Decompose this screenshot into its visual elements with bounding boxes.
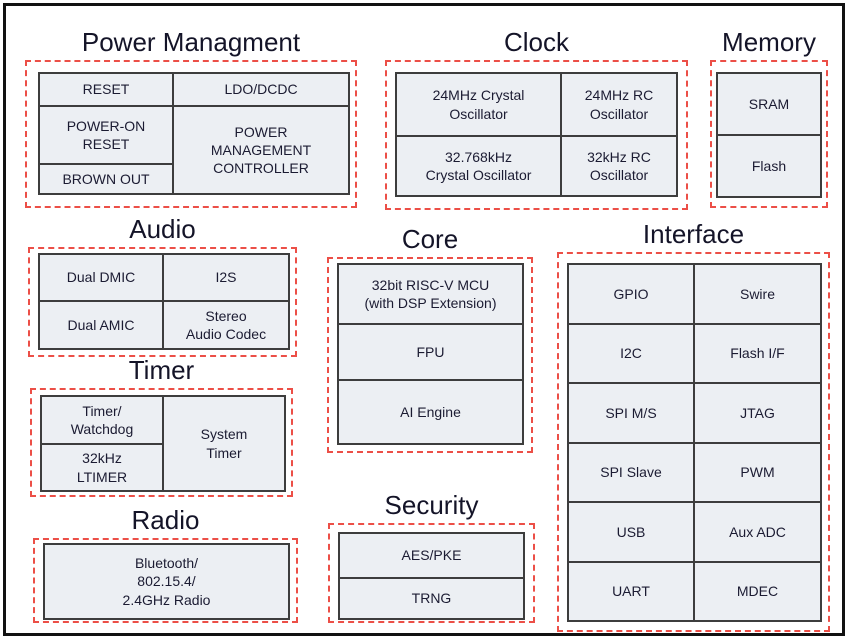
block-usb: USB <box>569 503 693 561</box>
block-i2s: I2S <box>164 255 288 300</box>
radio-dashed-box <box>33 538 298 623</box>
memory-title: Memory <box>722 26 816 57</box>
power-management-table: RESET LDO/DCDC POWER-ON RESET POWER MANA… <box>38 72 350 195</box>
block-stereo-audio-codec: Stereo Audio Codec <box>164 302 288 348</box>
block-trng: TRNG <box>340 579 523 618</box>
block-32khz-ltimer: 32kHz LTIMER <box>42 445 162 490</box>
power-management-dashed-box <box>25 60 357 208</box>
block-swire: Swire <box>695 265 820 323</box>
block-spi-ms: SPI M/S <box>569 384 693 442</box>
audio-dashed-box <box>28 247 297 357</box>
block-aux-adc: Aux ADC <box>695 503 820 561</box>
block-aes-pke: AES/PKE <box>340 534 523 577</box>
radio-table: Bluetooth/ 802.15.4/ 2.4GHz Radio <box>43 543 290 620</box>
block-fpu: FPU <box>339 325 522 379</box>
block-ldo-dcdc: LDO/DCDC <box>174 74 348 105</box>
block-brown-out: BROWN OUT <box>40 165 172 193</box>
interface-group: Interface GPIO Swire I2C Flash I/F SPI M… <box>557 219 830 632</box>
block-jtag: JTAG <box>695 384 820 442</box>
clock-group: Clock 24MHz Crystal Oscillator 24MHz RC … <box>385 27 688 210</box>
radio-title: Radio <box>131 504 200 535</box>
audio-title: Audio <box>129 213 196 244</box>
block-power-management-controller: POWER MANAGEMENT CONTROLLER <box>174 107 348 193</box>
block-32khz-rc-oscillator: 32kHz RC Oscillator <box>562 137 676 195</box>
clock-dashed-box <box>385 60 688 210</box>
core-title: Core <box>401 223 459 254</box>
block-flash: Flash <box>718 136 820 196</box>
timer-title: Timer <box>128 354 195 385</box>
timer-dashed-box <box>30 388 293 497</box>
interface-dashed-box <box>557 252 830 632</box>
memory-table: SRAM Flash <box>716 72 822 198</box>
block-timer-watchdog: Timer/ Watchdog <box>42 397 162 443</box>
block-dual-amic: Dual AMIC <box>40 302 162 348</box>
block-bluetooth-radio: Bluetooth/ 802.15.4/ 2.4GHz Radio <box>45 545 288 618</box>
interface-title: Interface <box>642 218 745 249</box>
block-24mhz-crystal-oscillator: 24MHz Crystal Oscillator <box>397 74 560 135</box>
security-dashed-box <box>328 523 535 623</box>
block-uart: UART <box>569 562 693 620</box>
block-flash-if: Flash I/F <box>695 324 820 382</box>
timer-group: Timer Timer/ Watchdog System Timer 32kHz… <box>30 355 293 497</box>
block-sram: SRAM <box>718 74 820 134</box>
core-dashed-box <box>327 257 533 453</box>
block-gpio: GPIO <box>569 265 693 323</box>
audio-group: Audio Dual DMIC I2S Dual AMIC Stereo Aud… <box>28 214 297 357</box>
audio-table: Dual DMIC I2S Dual AMIC Stereo Audio Cod… <box>38 253 290 350</box>
block-i2c: I2C <box>569 324 693 382</box>
core-table: 32bit RISC-V MCU (with DSP Extension) FP… <box>337 263 524 445</box>
memory-dashed-box <box>710 60 828 208</box>
diagram-outer-frame <box>3 3 845 636</box>
timer-table: Timer/ Watchdog System Timer 32kHz LTIME… <box>40 395 286 492</box>
block-riscv-mcu: 32bit RISC-V MCU (with DSP Extension) <box>339 265 522 323</box>
security-group: Security AES/PKE TRNG <box>328 490 535 623</box>
block-32768khz-crystal-oscillator: 32.768kHz Crystal Oscillator <box>397 137 560 195</box>
block-power-on-reset: POWER-ON RESET <box>40 107 172 163</box>
clock-table: 24MHz Crystal Oscillator 24MHz RC Oscill… <box>395 72 678 197</box>
power-management-group: Power Managment RESET LDO/DCDC POWER-ON … <box>25 27 357 208</box>
block-system-timer: System Timer <box>164 397 284 490</box>
block-pwm: PWM <box>695 443 820 501</box>
block-24mhz-rc-oscillator: 24MHz RC Oscillator <box>562 74 676 135</box>
block-dual-dmic: Dual DMIC <box>40 255 162 300</box>
memory-group: Memory SRAM Flash <box>710 27 828 208</box>
clock-title: Clock <box>503 26 569 57</box>
power-management-title: Power Managment <box>81 26 301 57</box>
block-ai-engine: AI Engine <box>339 381 522 443</box>
security-table: AES/PKE TRNG <box>338 532 525 620</box>
block-mdec: MDEC <box>695 562 820 620</box>
block-reset: RESET <box>40 74 172 105</box>
block-spi-slave: SPI Slave <box>569 443 693 501</box>
radio-group: Radio Bluetooth/ 802.15.4/ 2.4GHz Radio <box>33 505 298 623</box>
core-group: Core 32bit RISC-V MCU (with DSP Extensio… <box>327 224 533 453</box>
interface-table: GPIO Swire I2C Flash I/F SPI M/S JTAG SP… <box>567 263 822 622</box>
security-title: Security <box>384 489 479 520</box>
